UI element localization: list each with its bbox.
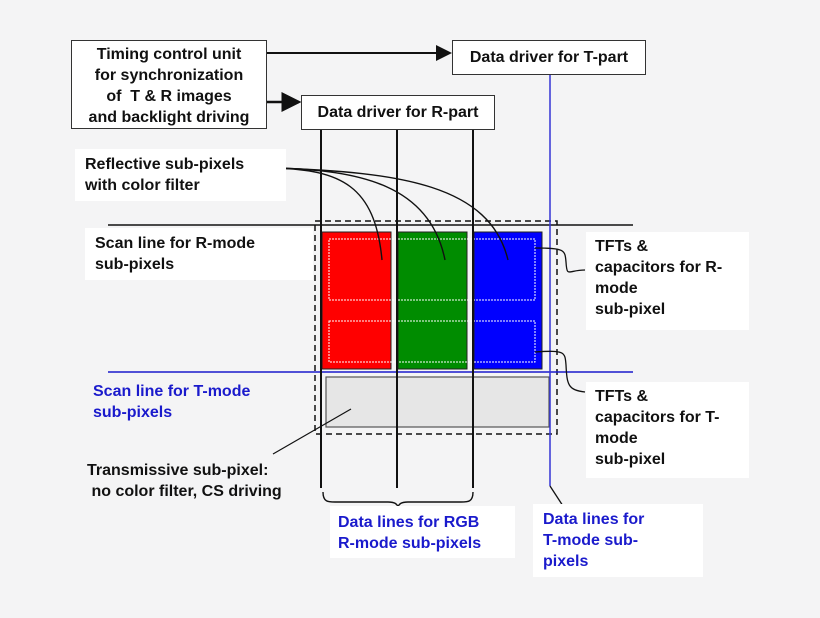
t-driver-label: Data driver for T-part <box>469 49 629 66</box>
pixel-boundary <box>314 220 558 435</box>
transmissive-label: Transmissive sub-pixel: no color filter,… <box>84 459 316 507</box>
reflective-line-2: with color filter <box>85 177 200 194</box>
scan-r-line-2: sub-pixels <box>95 256 175 273</box>
t-driver-box: Data driver for T-part <box>452 40 646 75</box>
data-rgb-line-2: R-mode sub-pixels <box>338 535 482 552</box>
tft-r-line-4: sub-pixel <box>595 301 666 318</box>
leader-blue <box>274 167 509 261</box>
brace-rgb-data-lines <box>322 491 474 510</box>
timing-line-3: of T & R images <box>106 88 232 105</box>
r-driver-label: Data driver for R-part <box>317 104 479 121</box>
tft-t-line-1: TFTs & <box>595 388 649 405</box>
timing-line-4: and backlight driving <box>88 109 250 126</box>
tft-t-line-2: capacitors for T- <box>595 409 720 426</box>
tft-r-line-3: mode <box>595 280 638 297</box>
data-t-line-2: T-mode sub- <box>543 532 639 549</box>
transmissive-line-1: Transmissive sub-pixel: <box>87 462 269 479</box>
timing-line-2: for synchronization <box>94 67 244 84</box>
data-t-line-3: pixels <box>543 553 589 570</box>
scan-line-t-label: Scan line for T-mode sub-pixels <box>85 378 305 426</box>
reflective-subpixels-label: Reflective sub-pixels with color filter <box>75 149 286 201</box>
reflective-line-1: Reflective sub-pixels <box>85 156 245 173</box>
timing-line-1: Timing control unit <box>96 46 242 63</box>
tft-region-lower <box>328 320 536 363</box>
tft-r-label: TFTs & capacitors for R- mode sub-pixel <box>586 232 749 330</box>
scan-line-r-label: Scan line for R-mode sub-pixels <box>85 228 313 280</box>
data-rgb-line-1: Data lines for RGB <box>338 514 480 531</box>
data-t-line-1: Data lines for <box>543 511 645 528</box>
transmissive-subpixel <box>325 376 550 428</box>
scan-t-line-1: Scan line for T-mode <box>93 383 251 400</box>
leader-tft-t <box>534 350 586 393</box>
leader-tft-r <box>534 247 586 273</box>
tft-region-upper <box>328 238 536 301</box>
scan-r-line-1: Scan line for R-mode <box>95 235 256 252</box>
tft-t-line-3: mode <box>595 430 638 447</box>
tft-r-line-2: capacitors for R- <box>595 259 723 276</box>
transmissive-line-2: no color filter, CS driving <box>87 483 282 500</box>
data-lines-t-label: Data lines for T-mode sub- pixels <box>533 504 703 577</box>
tft-t-line-4: sub-pixel <box>595 451 666 468</box>
tft-t-label: TFTs & capacitors for T- mode sub-pixel <box>586 382 749 478</box>
data-lines-rgb-label: Data lines for RGB R-mode sub-pixels <box>330 506 515 558</box>
timing-control-box: Timing control unit for synchronization … <box>71 40 267 129</box>
leader-data-t <box>549 485 564 507</box>
scan-t-line-2: sub-pixels <box>93 404 173 421</box>
tft-r-line-1: TFTs & <box>595 238 649 255</box>
r-driver-box: Data driver for R-part <box>301 95 495 130</box>
leader-transmissive <box>272 408 352 455</box>
